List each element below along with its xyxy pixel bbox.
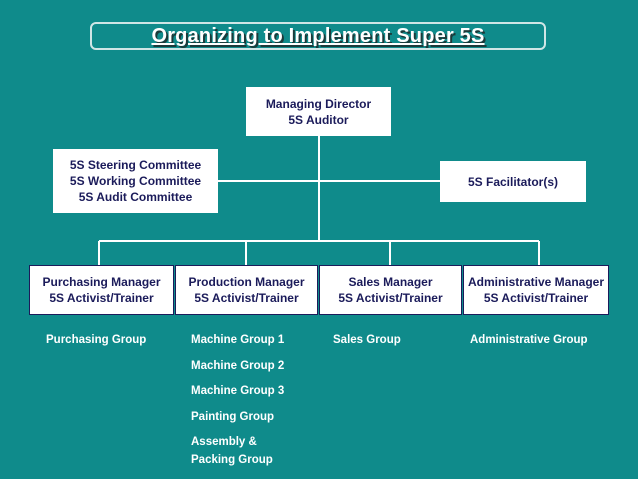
working-committee-label: 5S Working Committee [69, 174, 202, 188]
machine-group-1-label: Machine Group 1 [191, 334, 285, 346]
facilitator-label: 5S Facilitator(s) [467, 174, 559, 189]
machine-group-3-label: Machine Group 3 [191, 385, 285, 397]
manager-title: Sales Manager [348, 275, 433, 289]
administrative-group-label: Administrative Group [470, 334, 588, 346]
manager-role: 5S Activist/Trainer [483, 291, 589, 305]
sales-group-label: Sales Group [333, 334, 401, 346]
facilitator-box: 5S Facilitator(s) [440, 161, 586, 202]
packing-group-label: Packing Group [191, 454, 273, 466]
production-manager-box: Production Manager 5S Activist/Trainer [175, 265, 318, 315]
manager-role: 5S Activist/Trainer [194, 291, 299, 305]
committee-box: 5S Steering Committee 5S Working Committ… [53, 149, 218, 213]
manager-role: 5S Activist/Trainer [49, 291, 154, 305]
auditor-role: 5S Auditor [288, 112, 349, 127]
purchasing-manager-box: Purchasing Manager 5S Activist/Trainer [29, 265, 174, 315]
sales-manager-box: Sales Manager 5S Activist/Trainer [319, 265, 462, 315]
page-title: Organizing to Implement Super 5S [151, 24, 485, 47]
manager-title: Purchasing Manager [42, 275, 161, 289]
manager-title: Production Manager [188, 275, 305, 289]
manager-title: Administrative Manager [467, 275, 605, 289]
audit-committee-label: 5S Audit Committee [78, 190, 193, 204]
title-banner: Organizing to Implement Super 5S [90, 22, 546, 50]
machine-group-2-label: Machine Group 2 [191, 360, 285, 372]
purchasing-group-label: Purchasing Group [46, 334, 147, 346]
painting-group-label: Painting Group [191, 411, 275, 423]
steering-committee-label: 5S Steering Committee [69, 158, 202, 172]
managing-director-box: Managing Director 5S Auditor [246, 87, 391, 136]
assembly-group-label: Assembly & [191, 436, 257, 448]
managing-director-title: Managing Director [265, 96, 372, 111]
manager-role: 5S Activist/Trainer [338, 291, 443, 305]
administrative-manager-box: Administrative Manager 5S Activist/Train… [463, 265, 609, 315]
